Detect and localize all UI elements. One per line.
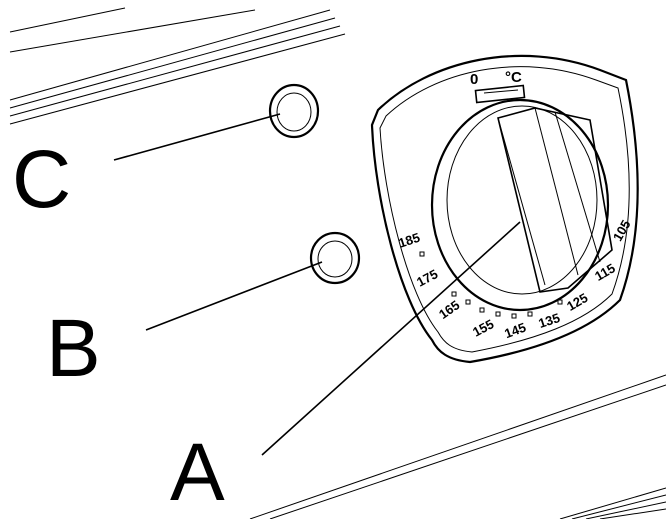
scale-label-105: 105 [610, 217, 634, 243]
scale-label-175: 175 [414, 266, 440, 289]
indicator-lamp-c [268, 83, 320, 139]
indicator-lamp-b [309, 231, 361, 285]
panel-bottom-edge-lines [249, 374, 666, 519]
scale-label-135: 135 [537, 310, 562, 331]
dial-bezel [370, 54, 639, 364]
scale-label-165: 165 [436, 297, 462, 322]
callout-label-b: B [46, 303, 101, 394]
callout-leaders [113, 113, 521, 456]
callout-label-a: A [170, 427, 225, 518]
leader-line-a [261, 221, 521, 456]
panel-top-edge-lines [9, 7, 346, 125]
dial-zero-mark: 0 [470, 71, 478, 88]
scale-label-155: 155 [470, 316, 496, 339]
callout-label-c: C [12, 134, 71, 225]
leader-line-b [145, 261, 323, 331]
leader-line-c [113, 113, 281, 161]
scale-label-185: 185 [396, 230, 421, 251]
temperature-knob[interactable] [430, 84, 613, 312]
scale-label-145: 145 [502, 320, 528, 342]
dial-unit-label: °C [505, 69, 522, 86]
